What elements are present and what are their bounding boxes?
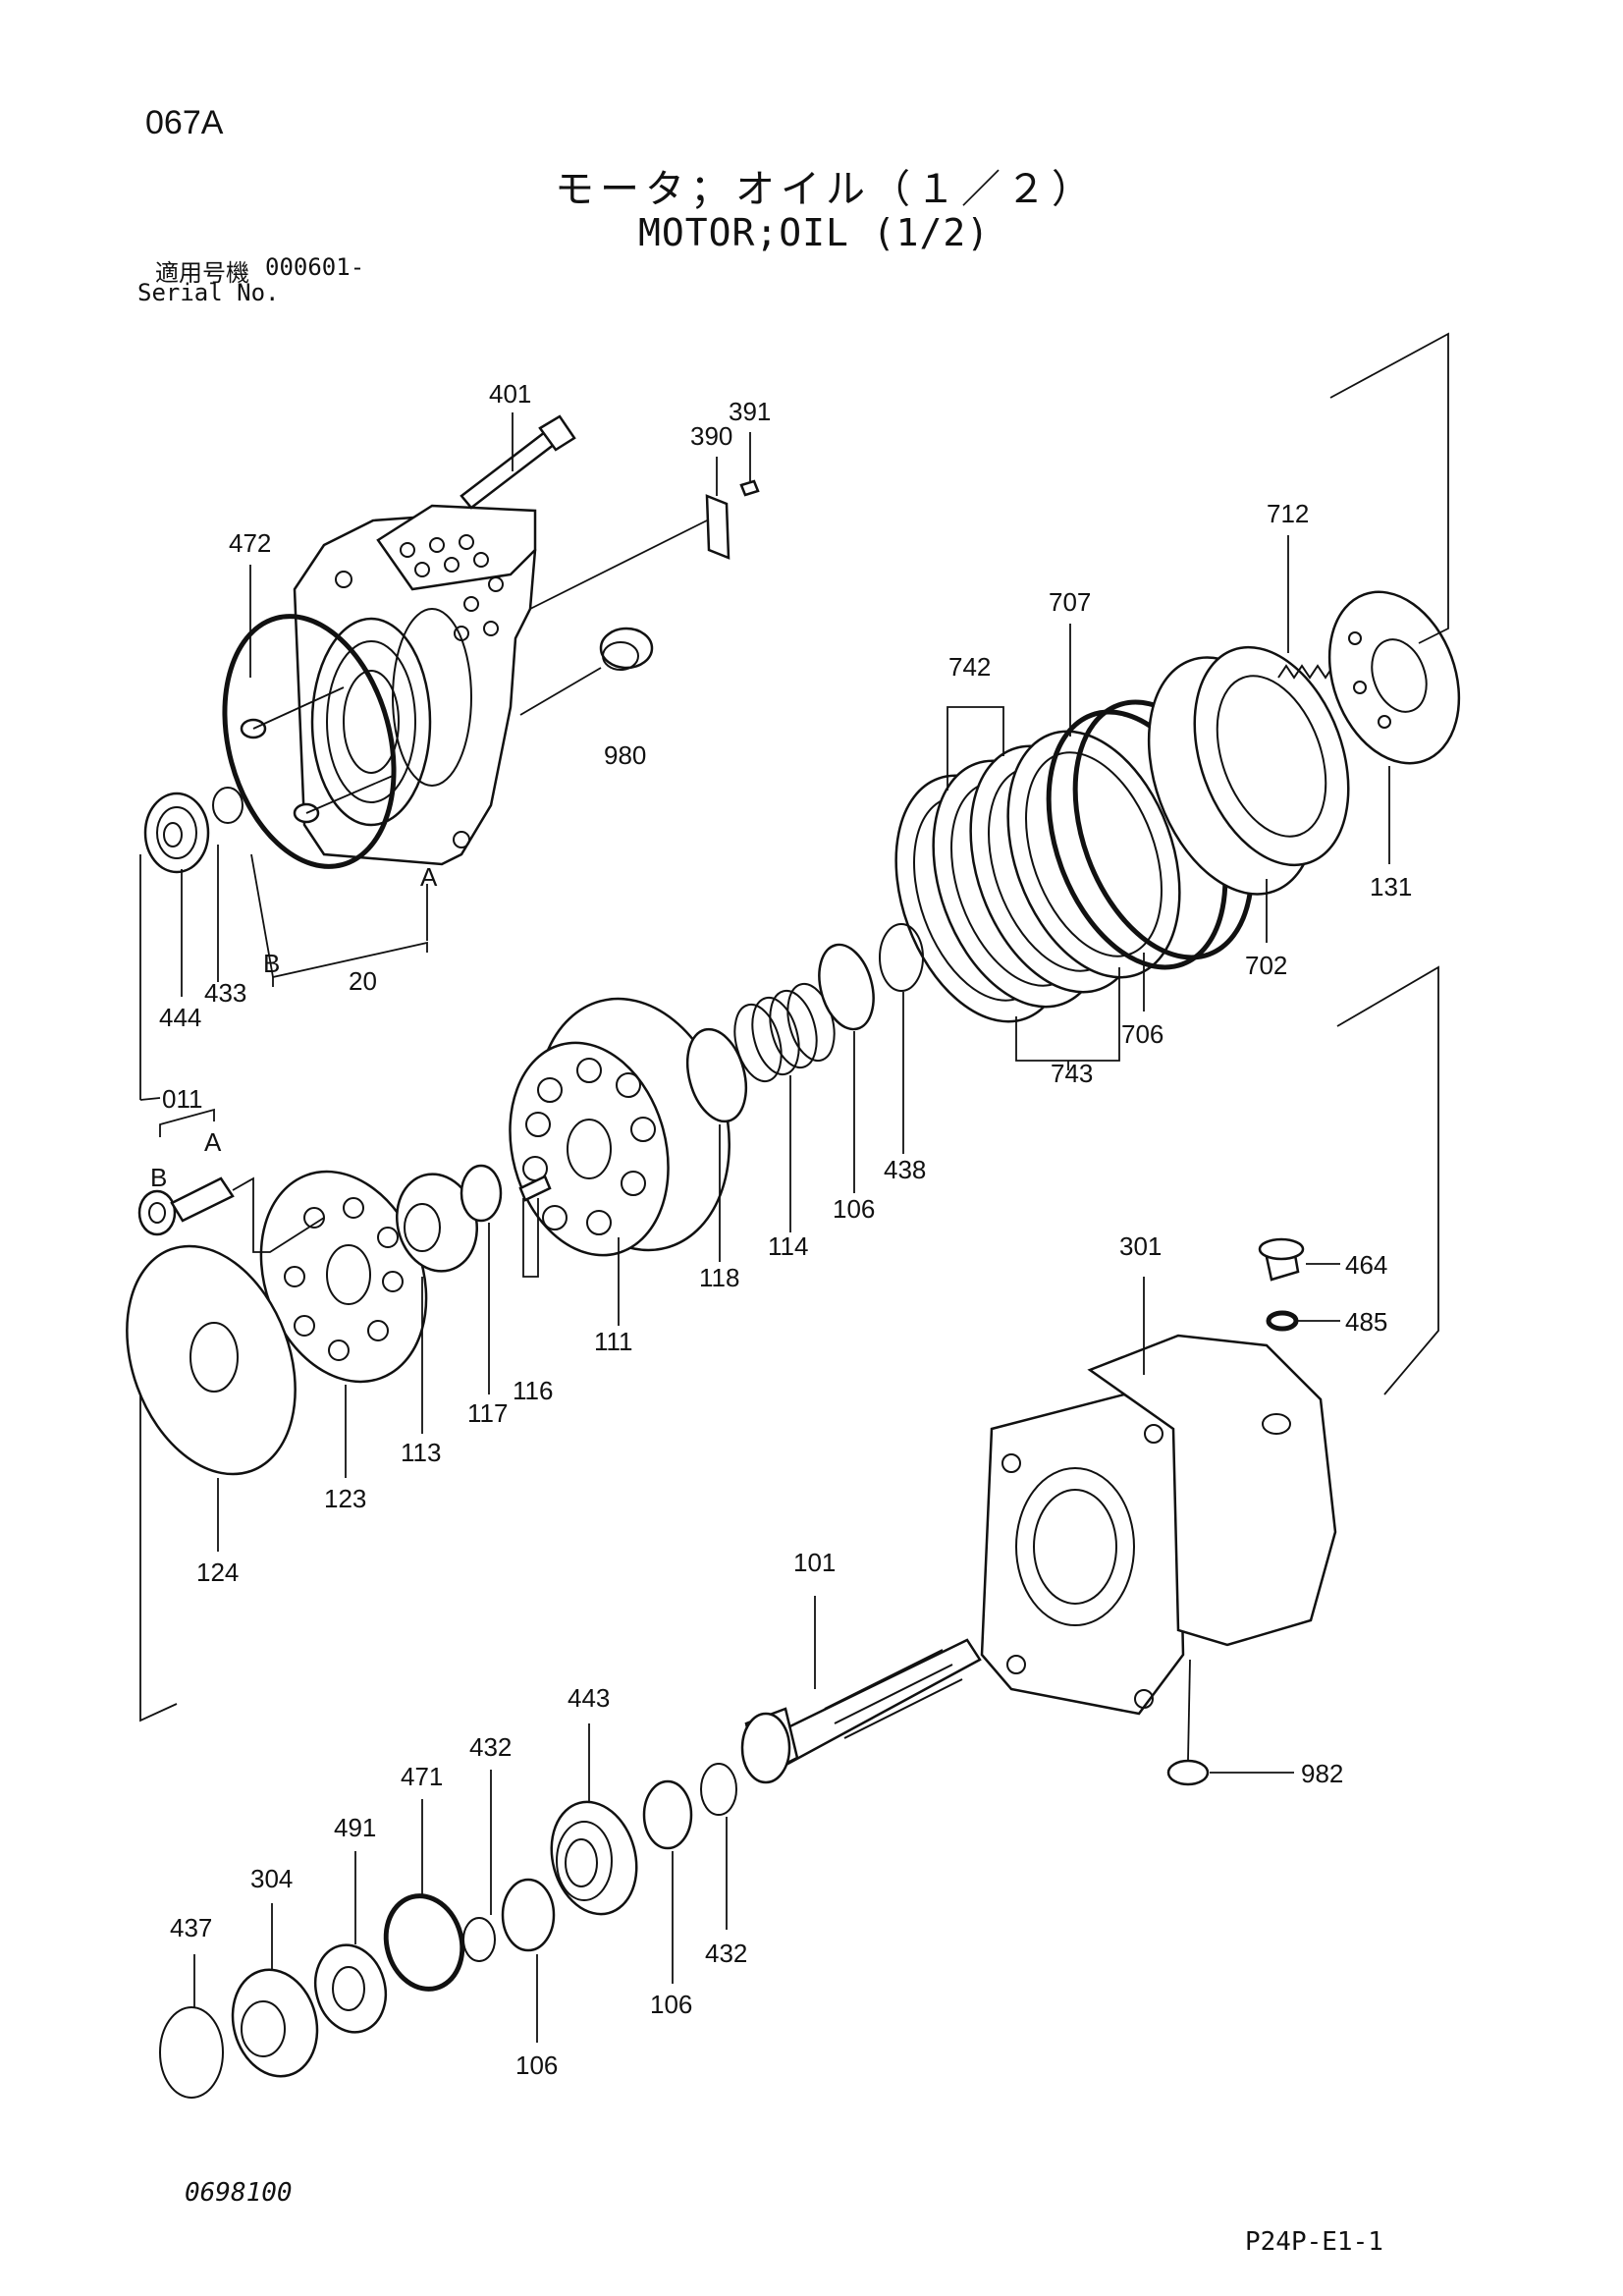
- snap-ring-437: [159, 2006, 224, 2099]
- o-ring-472: [222, 614, 397, 869]
- callout-106-lower: 106: [515, 2050, 558, 2080]
- piston-assembly-011: [137, 1176, 325, 1253]
- callout-464: 464: [1345, 1250, 1387, 1280]
- page-code: 067A: [145, 104, 224, 141]
- bearing-444: [143, 792, 210, 874]
- spherical-bushing-113: [396, 1173, 478, 1273]
- callout-114: 114: [768, 1231, 808, 1261]
- swash-plate-124: [126, 1244, 297, 1476]
- washer-118: [685, 1027, 748, 1123]
- shoe-plate-123: [259, 1170, 428, 1384]
- valve-plate-131: [1327, 590, 1461, 765]
- callout-443: 443: [568, 1683, 610, 1713]
- snap-ring-432-b: [700, 1763, 737, 1816]
- callout-438: 438: [884, 1155, 926, 1184]
- callout-472: 472: [229, 528, 271, 558]
- plug-982: [1166, 1659, 1294, 1786]
- serial-label-english: Serial No.: [137, 279, 280, 306]
- callout-742: 742: [948, 652, 991, 682]
- callout-113: 113: [401, 1438, 441, 1467]
- callout-304: 304: [250, 1864, 293, 1893]
- frame-bracket-20: [250, 853, 428, 987]
- ring-117: [460, 1164, 503, 1223]
- callout-101: 101: [793, 1548, 836, 1577]
- callout-111: 111: [594, 1327, 633, 1356]
- snap-ring-432-a: [462, 1917, 496, 1962]
- callout-980: 980: [604, 740, 646, 770]
- washer-106: [818, 943, 875, 1031]
- page-title-english: MOTOR;OIL (1/2): [638, 211, 991, 254]
- callout-432-upper: 432: [469, 1732, 512, 1762]
- callout-a-piston: A: [204, 1127, 222, 1157]
- page-title-japanese: モータ；オイル（１／２）: [555, 167, 1097, 212]
- callout-106-upper: 106: [833, 1194, 875, 1224]
- callout-124: 124: [196, 1558, 239, 1587]
- callout-123: 123: [324, 1484, 366, 1513]
- callout-401: 401: [489, 379, 531, 409]
- casing-301: [980, 1334, 1337, 1716]
- callout-b-housing: B: [263, 949, 280, 978]
- callout-391: 391: [729, 397, 771, 426]
- pins: [240, 686, 394, 824]
- bearing-443: [550, 1800, 638, 1916]
- callout-437: 437: [170, 1913, 212, 1942]
- callout-a-housing: A: [420, 862, 438, 892]
- callout-712: 712: [1267, 499, 1309, 528]
- sheet-code: P24P-E1-1: [1245, 2227, 1383, 2257]
- shaft-101: [740, 1638, 982, 1784]
- callout-131: 131: [1370, 872, 1412, 902]
- cylinder-block-111: [509, 997, 730, 1257]
- callout-707: 707: [1049, 587, 1091, 617]
- callout-b-piston: B: [150, 1163, 167, 1192]
- brackets-742-743: [947, 706, 1120, 1070]
- swash-plate-124-bore: [189, 1322, 239, 1393]
- spring-712: [1277, 664, 1334, 680]
- callout-106-middle: 106: [650, 1990, 692, 2019]
- bolt-401: [460, 414, 576, 510]
- callout-labels: 401 391 390 472 712 707 742 980 131 702 …: [150, 379, 1412, 2080]
- seal-491: [313, 1943, 388, 2034]
- callout-433: 433: [204, 978, 246, 1008]
- plug-980: [519, 627, 654, 716]
- serial-label-japanese: 適用号機: [155, 259, 249, 287]
- serial-number: 000601-: [265, 253, 365, 281]
- washer-106-b: [642, 1779, 693, 1850]
- callout-444: 444: [159, 1003, 201, 1032]
- callout-702: 702: [1245, 951, 1287, 980]
- drawing-number: 0698100: [185, 2178, 293, 2208]
- callout-485: 485: [1345, 1307, 1387, 1337]
- pin-116: [518, 1175, 552, 1278]
- callout-301: 301: [1119, 1231, 1162, 1261]
- piston-702: [1147, 645, 1350, 896]
- plug-464-seal-485: [1258, 1237, 1340, 1332]
- leader-lines: [181, 412, 1390, 2043]
- callout-471: 471: [401, 1762, 443, 1791]
- plate-390-screw-391: [529, 479, 760, 610]
- cover-304: [231, 1968, 319, 2078]
- callout-117: 117: [467, 1398, 508, 1428]
- friction-plates-742: [894, 730, 1181, 1023]
- frame-lines-right: [139, 332, 1449, 1722]
- o-ring-471: [383, 1893, 465, 1992]
- callout-116: 116: [513, 1376, 553, 1405]
- callout-982: 982: [1301, 1759, 1343, 1788]
- callout-706: 706: [1121, 1019, 1163, 1049]
- washer-106-c: [501, 1878, 556, 1952]
- callout-390: 390: [690, 421, 732, 451]
- snap-ring-438: [879, 923, 924, 992]
- frame-bracket-011: [139, 854, 215, 1137]
- callout-118: 118: [699, 1263, 739, 1292]
- callout-491: 491: [334, 1813, 376, 1842]
- callout-432-lower: 432: [705, 1939, 747, 1968]
- snap-ring-433: [212, 787, 243, 824]
- callout-743: 743: [1051, 1059, 1093, 1088]
- callout-011: 011: [162, 1084, 202, 1114]
- callout-20: 20: [349, 966, 377, 996]
- valve-housing: [293, 504, 537, 866]
